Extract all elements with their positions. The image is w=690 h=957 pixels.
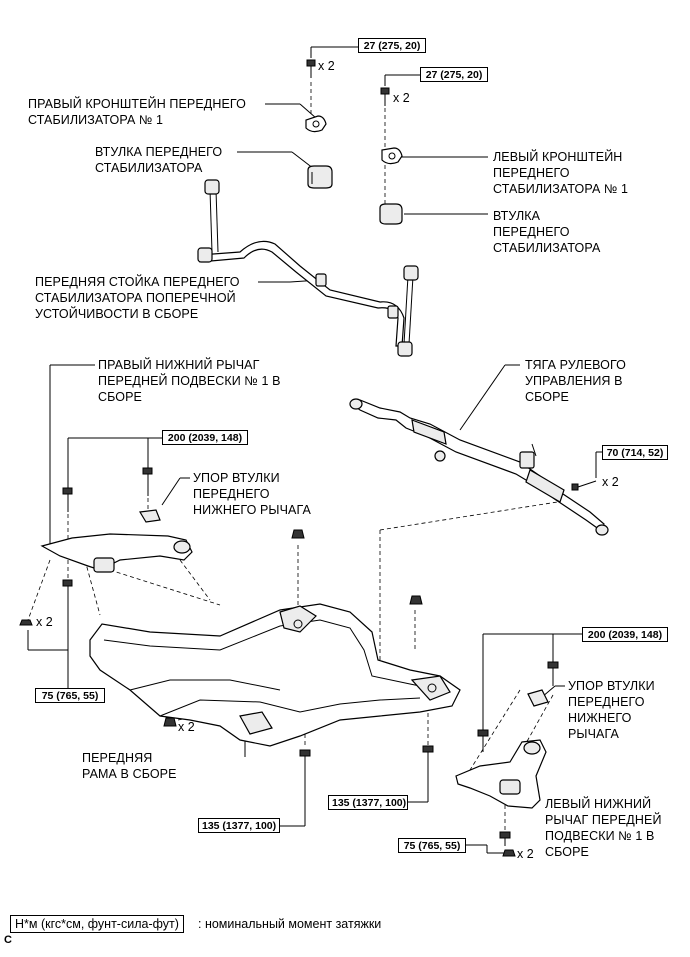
bolts-right [477, 661, 559, 857]
right-lower-arm-part [40, 509, 193, 573]
right-bushing-part [307, 165, 333, 189]
quantity-label: x 2 [393, 91, 410, 105]
label-right-lower-arm: ПРАВЫЙ НИЖНИЙ РЫЧАГ ПЕРЕДНЕЙ ПОДВЕСКИ № … [98, 358, 281, 404]
corner-mark: C [4, 934, 12, 946]
quantity-label: x 2 [36, 615, 53, 629]
label-right-stabilizer-bracket: ПРАВЫЙ КРОНШТЕЙН ПЕРЕДНЕГО СТАБИЛИЗАТОРА… [28, 97, 246, 127]
left-bracket-part [381, 147, 403, 165]
leader-lines [27, 46, 602, 854]
bolts-upper [306, 59, 390, 106]
torque-box: 27 (275, 20) [358, 38, 426, 53]
front-frame-part [89, 603, 461, 747]
legend-unit-box: Н*м (кгс*см, фунт-сила-фут) [10, 915, 184, 933]
label-arm-stopper-right: УПОР ВТУЛКИ ПЕРЕДНЕГО НИЖНЕГО РЫЧАГА [193, 471, 311, 517]
label-left-stabilizer-bushing: ВТУЛКА ПЕРЕДНЕГО СТАБИЛИЗАТОРА [493, 209, 601, 255]
quantity-label: x 2 [602, 475, 619, 489]
label-arm-stopper-left: УПОР ВТУЛКИ ПЕРЕДНЕГО НИЖНЕГО РЫЧАГА [568, 679, 655, 741]
torque-box: 200 (2039, 148) [582, 627, 668, 642]
label-left-lower-arm: ЛЕВЫЙ НИЖНИЙ РЫЧАГ ПЕРЕДНЕЙ ПОДВЕСКИ № 1… [545, 797, 662, 859]
torque-box: 75 (765, 55) [35, 688, 105, 703]
torque-box: 75 (765, 55) [398, 838, 466, 853]
label-left-stabilizer-bracket: ЛЕВЫЙ КРОНШТЕЙН ПЕРЕДНЕГО СТАБИЛИЗАТОРА … [493, 150, 629, 196]
steering-link-part [349, 398, 609, 536]
legend-description: : номинальный момент затяжки [198, 917, 382, 931]
label-stabilizer-bar: ПЕРЕДНЯЯ СТОЙКА ПЕРЕДНЕГО СТАБИЛИЗАТОРА … [35, 275, 240, 321]
torque-box: 70 (714, 52) [602, 445, 668, 460]
quantity-label: x 2 [318, 59, 335, 73]
bolts-left [19, 467, 153, 626]
label-right-stabilizer-bushing: ВТУЛКА ПЕРЕДНЕГО СТАБИЛИЗАТОРА [95, 145, 223, 175]
torque-box: 135 (1377, 100) [328, 795, 408, 810]
torque-box: 200 (2039, 148) [162, 430, 248, 445]
stabilizer-bar-part [197, 179, 419, 357]
quantity-label: x 2 [517, 847, 534, 861]
label-front-frame: ПЕРЕДНЯЯ РАМА В СБОРЕ [82, 751, 177, 781]
label-steering-link: ТЯГА РУЛЕВОГО УПРАВЛЕНИЯ В СБОРЕ [525, 358, 626, 404]
torque-box: 135 (1377, 100) [198, 818, 280, 833]
left-bushing-part [379, 203, 403, 225]
quantity-label: x 2 [178, 720, 195, 734]
right-bracket-part [305, 115, 327, 133]
frame-bolts [163, 529, 434, 778]
torque-box: 27 (275, 20) [420, 67, 488, 82]
left-lower-arm-part [455, 689, 549, 809]
